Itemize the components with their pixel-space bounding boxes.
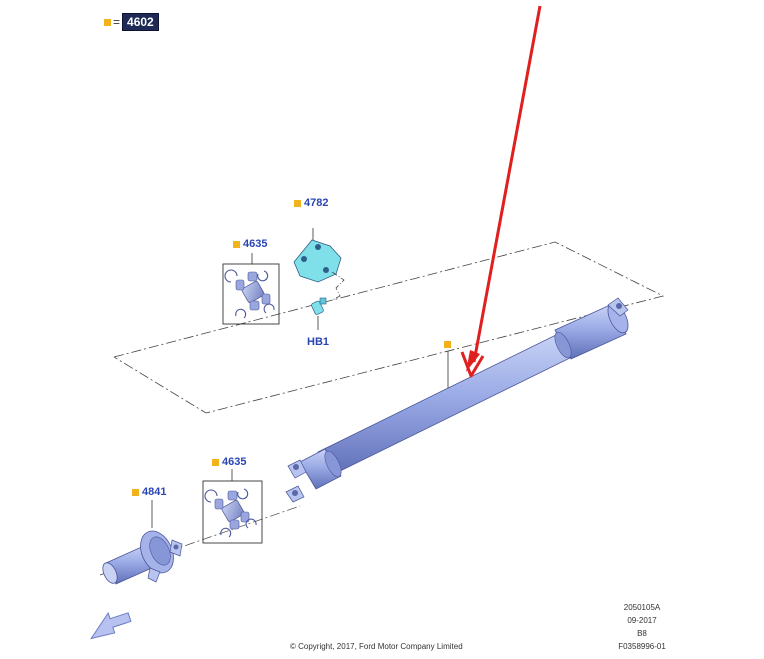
callout-ujoint-upper[interactable]: 4635 — [233, 238, 267, 250]
legend-part-number: 4602 — [122, 13, 159, 31]
footer-revision: B8 — [637, 629, 647, 638]
copyright-notice: © Copyright, 2017, Ford Motor Company Li… — [290, 642, 463, 651]
footer-date: 09-2017 — [627, 616, 657, 625]
footer-ref-code: 2050105A — [623, 603, 661, 612]
ujoint-lower-part — [202, 469, 263, 544]
bolt-part — [311, 297, 327, 330]
callout-bolt-label[interactable]: HB1 — [307, 336, 330, 348]
callout-yoke-label: 4782 — [304, 197, 329, 209]
callout-ujoint-lower-label: 4635 — [222, 456, 247, 468]
legend-equals: = — [113, 15, 121, 29]
flange-part — [102, 500, 183, 585]
callout-marker-icon — [212, 458, 219, 466]
legend-marker-icon — [104, 18, 111, 26]
footer-figure-id: F0358996-01 — [618, 642, 666, 651]
driveshaft — [285, 297, 629, 503]
legend: = 4602 — [104, 13, 159, 31]
callout-marker-icon — [233, 240, 240, 248]
callout-marker-icon — [294, 199, 301, 207]
callout-ujoint-upper-label: 4635 — [243, 238, 268, 250]
ujoint-upper-part — [222, 253, 280, 325]
highlight-arrow — [460, 5, 542, 378]
callout-flange[interactable]: 4841 — [132, 486, 166, 498]
callout-marker-icon — [132, 488, 139, 496]
axis-centerline — [99, 505, 301, 576]
back-arrow-icon[interactable] — [85, 607, 132, 640]
callout-flange-label: 4841 — [142, 486, 167, 498]
center-yoke-part — [293, 228, 345, 330]
shaft-marker — [444, 341, 451, 348]
callout-yoke[interactable]: 4782 — [294, 197, 328, 209]
callout-ujoint-lower[interactable]: 4635 — [212, 456, 246, 468]
assembly-outline — [113, 241, 665, 414]
